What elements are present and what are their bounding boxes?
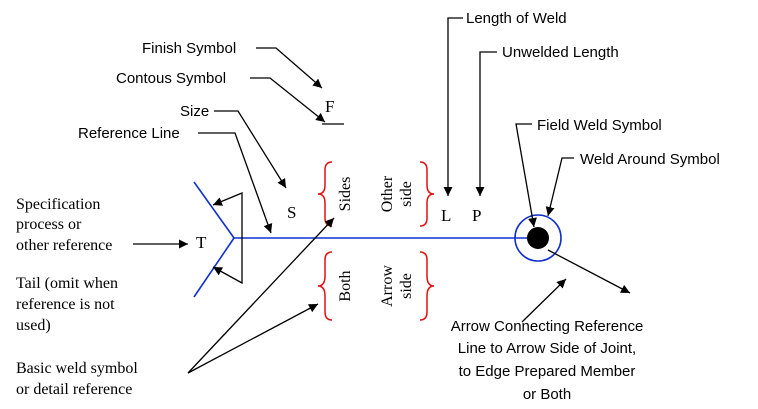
weld-symbols: F S T L P Sides Other side Both Arrow si… — [196, 97, 481, 307]
label-specification-3: other reference — [16, 237, 112, 254]
label-weld-around-symbol: Weld Around Symbol — [580, 151, 720, 168]
label-basic-1: Basic weld symbol — [16, 360, 138, 377]
sides-text: Sides — [337, 177, 354, 212]
label-tail-1: Tail (omit when — [16, 275, 118, 292]
size-letter-s: S — [287, 203, 296, 222]
label-basic-2: or detail reference — [16, 381, 132, 398]
joint-arrow — [547, 249, 631, 294]
serif-labels: Specification process or other reference… — [16, 196, 138, 398]
label-length-of-weld: Length of Weld — [466, 10, 567, 27]
weld-around-circle — [514, 214, 562, 262]
both-text: Both — [337, 270, 354, 301]
label-arrow-connecting-1: Arrow Connecting Reference — [451, 318, 644, 335]
label-unwelded-length: Unwelded Length — [502, 44, 619, 61]
label-contour-symbol: Contous Symbol — [116, 70, 226, 87]
finish-leader — [256, 47, 323, 89]
label-arrow-connecting-4: or Both — [523, 386, 571, 403]
tail-upper-line — [193, 181, 235, 239]
finish-letter-f: F — [325, 97, 334, 116]
label-tail-2: reference is not — [16, 296, 115, 313]
label-finish-symbol: Finish Symbol — [142, 40, 236, 57]
size-leader — [214, 110, 287, 189]
field-weld-leader — [515, 123, 537, 228]
arrow-text: Arrow — [379, 265, 396, 307]
sans-labels: Length of Weld Finish Symbol Unwelded Le… — [78, 10, 720, 403]
reference-line-group — [193, 181, 562, 298]
unwelded-leader — [475, 51, 497, 196]
length-letter-l: L — [441, 206, 451, 225]
connecting-leader — [521, 278, 567, 323]
arrow-side-text: side — [398, 273, 415, 299]
reference-leader — [198, 132, 273, 234]
label-tail-3: used) — [16, 317, 51, 334]
tail-bracket — [212, 192, 243, 285]
label-field-weld-symbol: Field Weld Symbol — [537, 117, 662, 134]
spec-letter-t: T — [196, 233, 207, 252]
other-side-text: side — [398, 181, 415, 207]
pitch-letter-p: P — [472, 206, 481, 225]
field-weld-dot — [527, 227, 549, 249]
basic-leader-lower — [187, 303, 319, 374]
label-size: Size — [180, 103, 209, 120]
label-reference-line: Reference Line — [78, 125, 180, 142]
basic-leader-upper — [187, 217, 335, 374]
label-arrow-connecting-3: to Edge Prepared Member — [459, 363, 636, 380]
label-specification-2: process or — [16, 216, 82, 233]
label-arrow-connecting-2: Line to Arrow Side of Joint, — [458, 340, 636, 357]
weld-around-leader — [545, 157, 574, 217]
length-leader — [443, 17, 463, 196]
brace-sides — [317, 161, 333, 227]
braces — [317, 161, 435, 321]
brace-arrow-side — [419, 251, 435, 321]
leader-lines — [133, 17, 631, 374]
brace-both — [317, 251, 333, 321]
contour-leader — [250, 77, 326, 123]
label-specification-1: Specification — [16, 196, 100, 213]
other-text: Other — [379, 175, 396, 212]
brace-other-side — [419, 161, 435, 227]
